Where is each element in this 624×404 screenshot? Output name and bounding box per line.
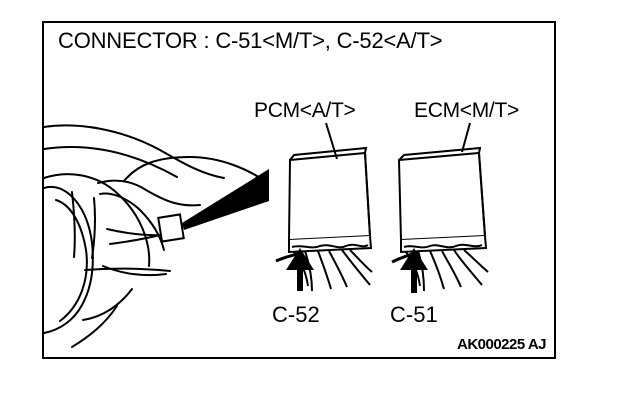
pointer-wedge: [157, 169, 269, 243]
pcm-label: PCM<A/T>: [254, 99, 356, 122]
c52-connector-label: C-52: [272, 302, 320, 327]
page-title: CONNECTOR : C-51<M/T>, C-52<A/T>: [58, 28, 443, 53]
ecm-module: [397, 122, 489, 292]
figure-code: AK000225 AJ: [456, 336, 547, 353]
dashboard-illustration: [43, 124, 269, 348]
pcm-module: [287, 122, 373, 292]
c52-arrow: [275, 248, 314, 291]
c51-arrow: [391, 248, 428, 293]
ecm-label: ECM<M/T>: [414, 99, 519, 122]
c51-connector-label: C-51: [390, 302, 438, 327]
